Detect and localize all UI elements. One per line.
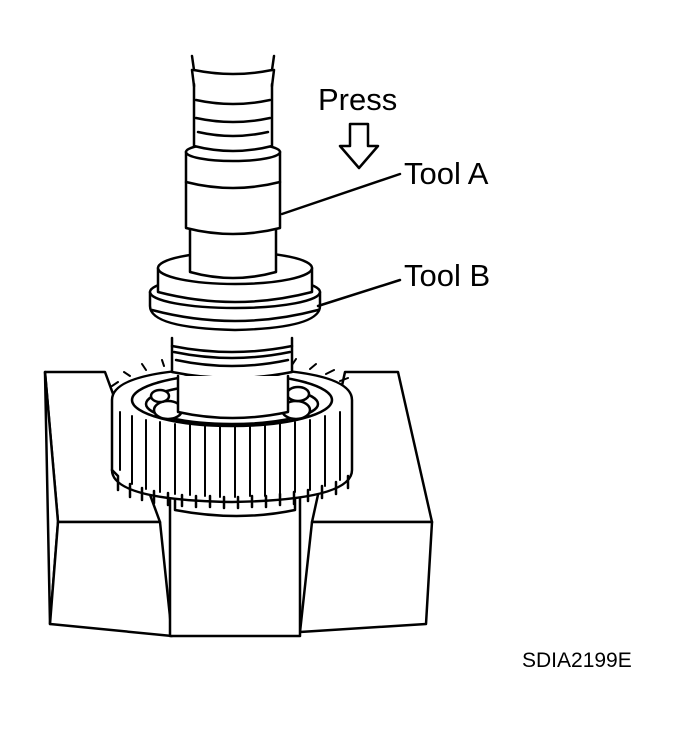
tool-b-leader-line [316,278,402,308]
tool-a-drift [184,141,282,280]
lower-shaft [168,482,302,638]
figure-code: SDIA2199E [522,649,632,672]
tool-a-leader-line [280,172,402,216]
press-arrow-icon [338,122,380,170]
tool-b-label: Tool B [404,258,491,293]
tool-a-label: Tool A [404,156,489,191]
press-label: Press [318,82,398,117]
press-ram [190,54,276,153]
hub-stack [170,336,294,420]
